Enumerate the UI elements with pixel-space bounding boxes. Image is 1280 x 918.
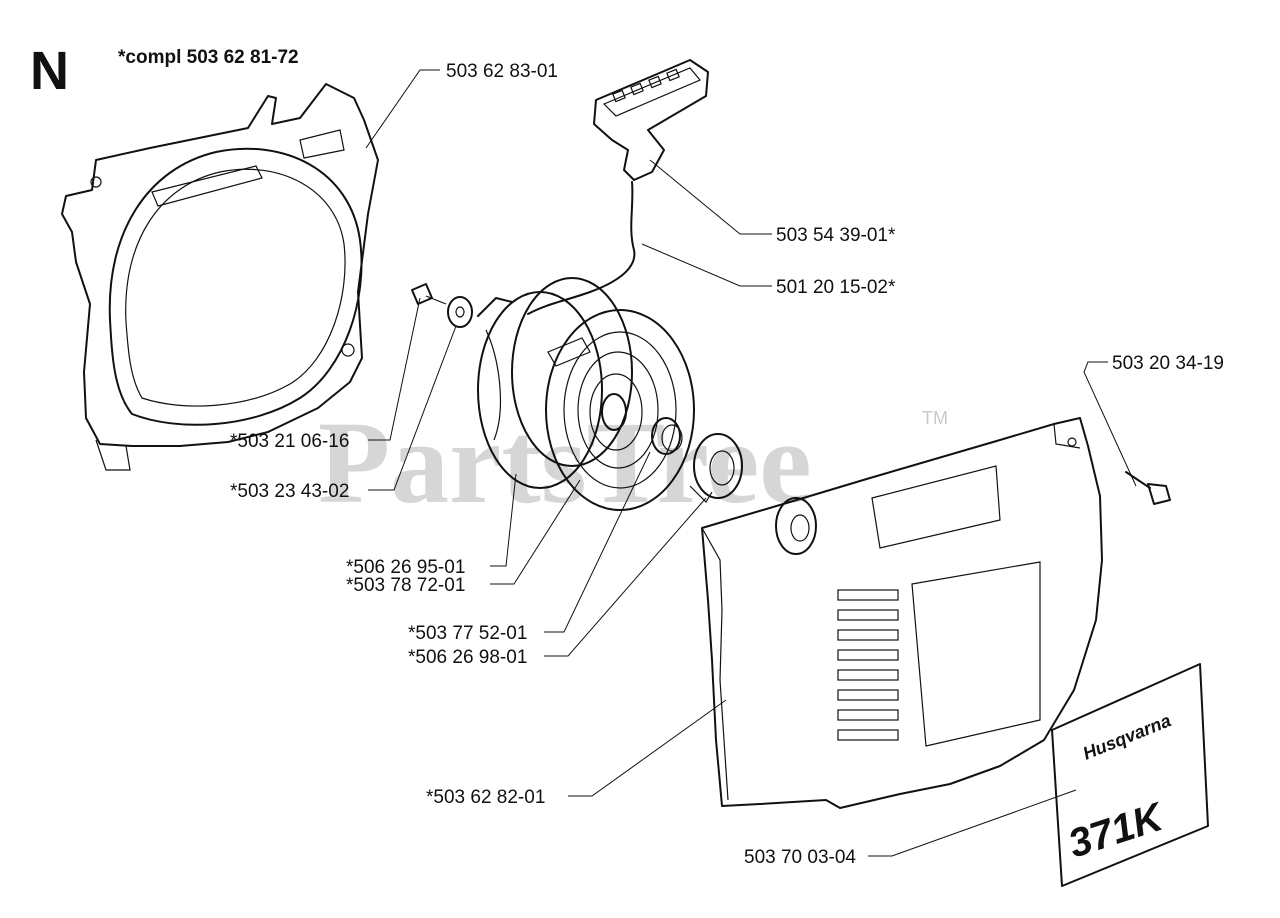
decal-brand: Husqvarna [1080,710,1174,763]
label-pulley-screw: *503 21 06-16 [230,431,349,452]
cover-screw-part [1125,471,1171,505]
starter-handle-part [527,59,709,315]
cover-vent-slots [837,589,899,741]
fan-housing-part [61,83,379,471]
label-starter-handle: 503 54 39-01* [776,225,896,246]
assembly-note: *compl 503 62 81-72 [118,47,299,68]
label-decal: 503 70 03-04 [744,847,856,868]
spacer-part [651,417,683,455]
label-rope-pulley: *506 26 95-01 [346,557,465,578]
bushing-part [689,433,743,503]
part-labels: 503 62 83-01 503 54 39-01* 501 20 15-02*… [230,61,1224,868]
label-cover-screw: 503 20 34-19 [1112,353,1224,374]
watermark-text: PartsTree [318,397,812,528]
leader-lines [365,69,1137,857]
label-fan-housing: 503 62 83-01 [446,61,558,82]
label-washer: *503 23 43-02 [230,481,349,502]
label-spacer: *503 77 52-01 [408,623,527,644]
label-recoil-spring: *503 78 72-01 [346,575,465,596]
starter-cover-part [701,417,1103,809]
recoil-spring-part [545,309,695,511]
decal-model: 371K [1063,794,1171,866]
rope-pulley-part [477,277,633,489]
label-starter-cord: 501 20 15-02* [776,277,896,298]
decal-part: Husqvarna 371K [1051,663,1209,887]
section-letter: N [30,41,69,101]
washer-part [447,296,473,328]
pulley-screw-part [411,283,447,305]
watermark-tm: TM [922,408,948,428]
label-bushing: *506 26 98-01 [408,647,527,668]
label-starter-cover: *503 62 82-01 [426,787,545,808]
